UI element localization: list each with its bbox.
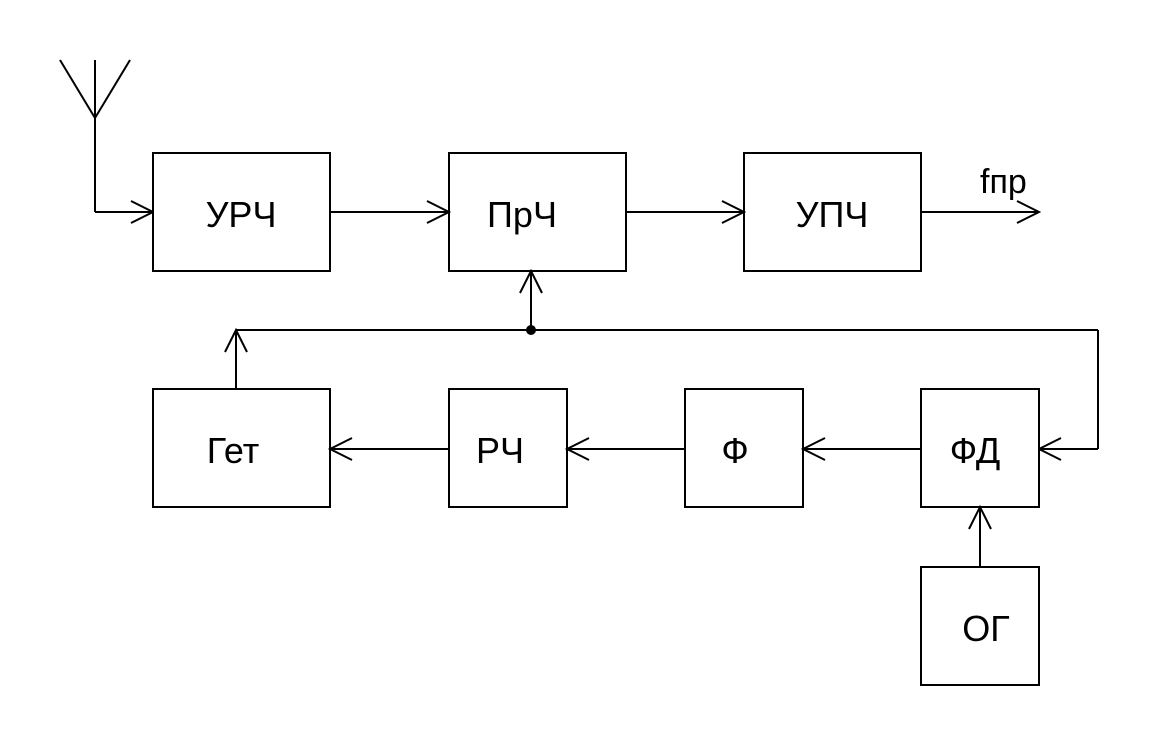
block-prch-label: ПрЧ xyxy=(487,194,557,235)
connector-get-bus xyxy=(224,327,248,389)
connector-og-fd xyxy=(968,504,992,567)
block-urch: УРЧ xyxy=(152,152,331,272)
block-upch-label: УПЧ xyxy=(796,194,869,235)
block-f: Ф xyxy=(684,388,804,508)
block-f-label: Ф xyxy=(721,430,748,471)
block-og-label: ОГ xyxy=(962,608,1010,649)
output-arrow xyxy=(921,200,1042,224)
block-rch-label: РЧ xyxy=(476,430,524,471)
block-urch-label: УРЧ xyxy=(206,194,277,235)
block-rch: РЧ xyxy=(448,388,568,508)
connector-f-rch xyxy=(564,437,685,461)
antenna-icon xyxy=(59,59,156,224)
block-get: Гет xyxy=(152,388,331,508)
connector-bus-prch xyxy=(519,268,543,330)
connector-urch-prch xyxy=(330,200,452,224)
block-fd: ФД xyxy=(920,388,1040,508)
block-prch: ПрЧ xyxy=(448,152,627,272)
connector-prch-upch xyxy=(626,200,747,224)
connector-rch-get xyxy=(327,437,449,461)
block-get-label: Гет xyxy=(207,430,259,471)
block-og: ОГ xyxy=(920,566,1040,686)
connector-fd-f xyxy=(800,437,921,461)
junction-dot xyxy=(526,325,536,335)
block-upch: УПЧ xyxy=(743,152,922,272)
block-fd-label: ФД xyxy=(950,430,1001,471)
output-label: fпр xyxy=(980,163,1027,201)
